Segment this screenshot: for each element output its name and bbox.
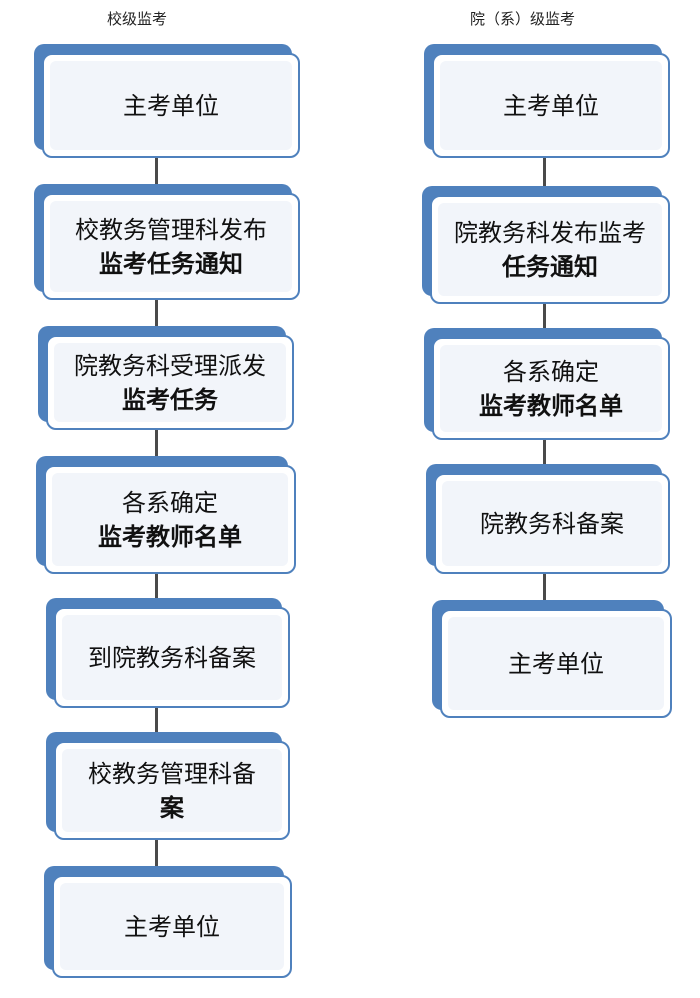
node-label-emphasis: 案 — [160, 793, 184, 822]
flow-node: 院教务科备案 — [426, 464, 670, 574]
connector — [543, 296, 546, 336]
flow-node: 院教务科受理派发监考任务 — [38, 326, 294, 430]
connector — [543, 148, 546, 190]
node-label-emphasis: 监考教师名单 — [479, 391, 623, 420]
node-label-emphasis: 监考教师名单 — [98, 522, 242, 551]
node-label: 院教务科受理派发 — [74, 351, 266, 380]
flow-node: 院教务科发布监考任务通知 — [422, 186, 670, 304]
flow-node: 主考单位 — [424, 44, 670, 158]
node-label: 校教务管理科备 — [88, 759, 256, 788]
flow-node: 到院教务科备案 — [46, 598, 290, 708]
connector — [155, 700, 158, 740]
node-label-emphasis: 监考任务通知 — [99, 249, 243, 278]
connector — [543, 432, 546, 470]
node-label: 各系确定 — [503, 357, 599, 386]
connector — [155, 568, 158, 604]
node-label: 主考单位 — [123, 91, 219, 120]
right-column-title: 院（系）级监考 — [470, 10, 576, 28]
flow-node: 各系确定监考教师名单 — [36, 456, 296, 574]
node-label: 院教务科发布监考 — [454, 218, 646, 247]
node-label: 到院教务科备案 — [88, 643, 256, 672]
flow-node: 校教务管理科备案 — [46, 732, 290, 840]
node-label: 校教务管理科发布 — [75, 215, 267, 244]
node-label: 主考单位 — [124, 912, 220, 941]
node-label: 院教务科备案 — [480, 509, 624, 538]
flow-node: 各系确定监考教师名单 — [424, 328, 670, 440]
connector — [155, 292, 158, 332]
node-label-emphasis: 任务通知 — [502, 252, 598, 281]
node-label: 主考单位 — [508, 649, 604, 678]
flow-node: 主考单位 — [34, 44, 300, 158]
node-label: 各系确定 — [122, 488, 218, 517]
flow-node: 主考单位 — [44, 866, 292, 978]
connector — [155, 148, 158, 188]
connector — [155, 832, 158, 872]
node-label: 主考单位 — [503, 91, 599, 120]
flow-node: 主考单位 — [432, 600, 672, 718]
connector — [543, 568, 546, 606]
left-column-title: 校级监考 — [107, 10, 168, 28]
flow-node: 校教务管理科发布监考任务通知 — [34, 184, 300, 300]
connector — [155, 422, 158, 462]
node-label-emphasis: 监考任务 — [122, 385, 218, 414]
